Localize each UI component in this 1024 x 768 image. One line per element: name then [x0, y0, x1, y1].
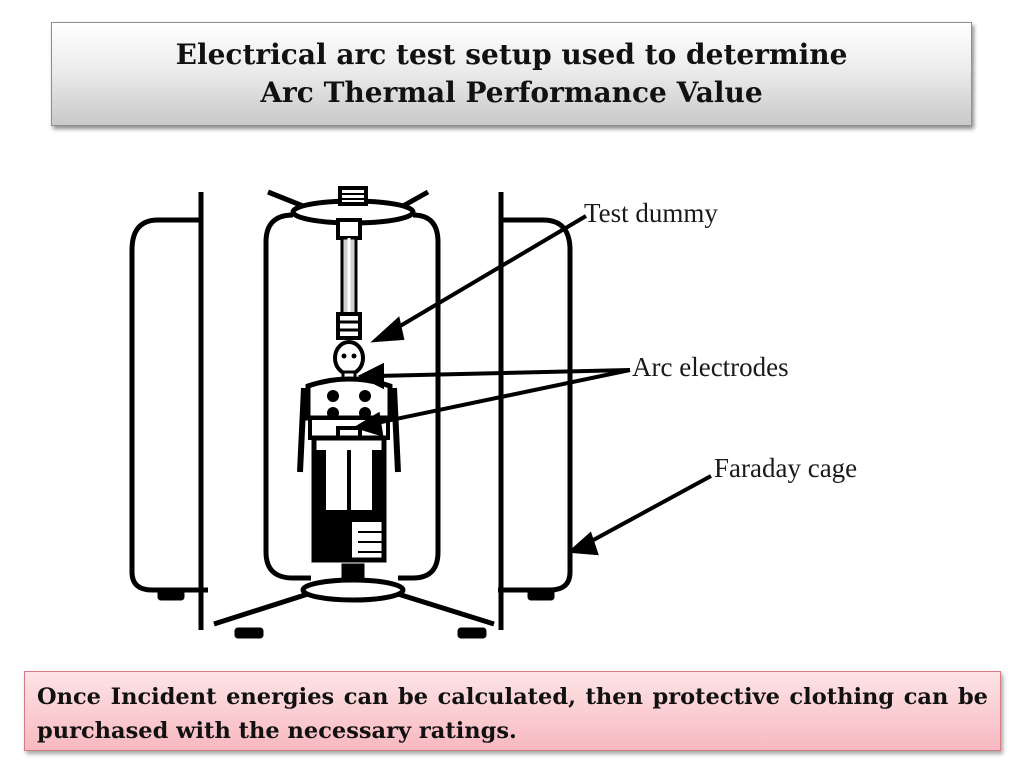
- arc-test-diagram: Test dummy Arc electrodes Faraday cage: [118, 180, 958, 650]
- base-platform: [157, 563, 555, 639]
- note-text: Once Incident energies can be calculated…: [37, 684, 988, 744]
- note-box: Once Incident energies can be calculated…: [24, 671, 1001, 751]
- label-arrows: [353, 214, 712, 556]
- test-dummy: [297, 340, 401, 563]
- title-line-2: Arc Thermal Performance Value: [260, 76, 763, 109]
- label-test-dummy: Test dummy: [584, 198, 718, 228]
- electrode-column: [336, 218, 362, 340]
- title-line-1: Electrical arc test setup used to determ…: [175, 38, 848, 71]
- label-arc-electrodes: Arc electrodes: [632, 352, 789, 382]
- slide-title-box: Electrical arc test setup used to determ…: [51, 22, 972, 126]
- label-faraday-cage: Faraday cage: [714, 453, 857, 483]
- top-hub: [267, 186, 430, 226]
